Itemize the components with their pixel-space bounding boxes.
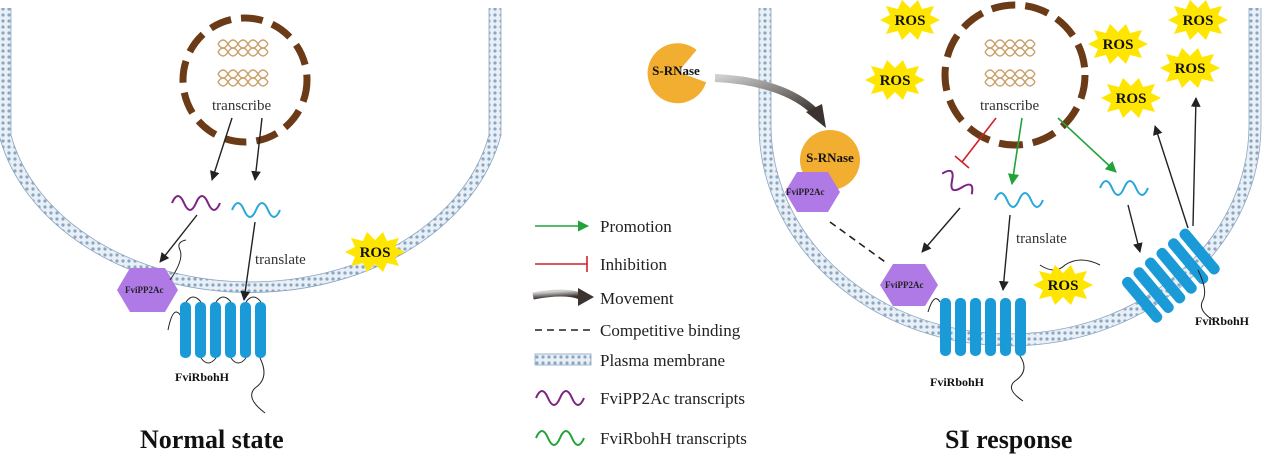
rbohh-label-left: FviRbohH: [175, 370, 230, 384]
pp2ac-label-left: FviPP2Ac: [125, 285, 164, 295]
arrow-to-ros-1: [1153, 125, 1189, 229]
legend-pp2ac-transcripts: FviPP2Ac transcripts: [600, 389, 745, 408]
ros-burst: ROS: [1088, 24, 1148, 64]
rbohh-protein-left: [167, 296, 266, 414]
svg-text:ROS: ROS: [1175, 61, 1206, 77]
legend-movement: Movement: [600, 289, 674, 308]
plasma-membrane-left: [0, 8, 501, 293]
ros-burst: ROS: [1033, 265, 1093, 305]
normal-cell: transcribe translate FviPP2Ac FviRbohH: [0, 8, 502, 454]
ros-burst: ROS: [880, 0, 940, 40]
legend-pp2ac-wave: [535, 390, 585, 406]
promotion-arrow-1: [1007, 117, 1023, 186]
translate-label-right: translate: [1016, 231, 1067, 247]
svg-text:ROS: ROS: [1116, 91, 1147, 107]
pp2ac-transcript-right: [941, 169, 974, 195]
legend-competitive-binding: Competitive binding: [600, 321, 741, 340]
rbohh-label-tilted: FviRbohH: [1195, 314, 1250, 328]
rbohh-transcript-left: [231, 202, 281, 218]
arrow-transcribe-pp2ac: [210, 117, 233, 181]
pp2ac-protein-right: [880, 264, 938, 306]
pp2ac-bound: [785, 172, 840, 212]
legend-plasma-membrane: Plasma membrane: [600, 351, 725, 370]
svg-text:ROS: ROS: [1103, 37, 1134, 53]
svg-text:ROS: ROS: [360, 245, 391, 261]
legend-movement-arrow: [532, 289, 582, 300]
pp2ac-protein-left: [117, 268, 178, 312]
rbohh-protein-tilted: [1121, 228, 1220, 323]
dna-icon: [984, 39, 1036, 87]
rbohh-label-right: FviRbohH: [930, 375, 985, 389]
svg-text:S-RNase: S-RNase: [652, 63, 700, 78]
arrow-to-pp2ac-left: [159, 214, 198, 263]
promotion-arrow-2: [1057, 117, 1117, 173]
svg-text:ROS: ROS: [1048, 278, 1079, 294]
nucleus-right: [941, 1, 1089, 149]
ros-burst-left: ROS: [345, 232, 405, 272]
svg-text:FviPP2Ac: FviPP2Ac: [885, 280, 924, 290]
svg-text:ROS: ROS: [1183, 13, 1214, 29]
svg-text:FviPP2Ac: FviPP2Ac: [786, 187, 825, 197]
legend-rbohh-transcripts: FviRbohH transcripts: [600, 429, 747, 448]
arrow-to-ros-2: [1190, 97, 1201, 227]
ros-burst: ROS: [1160, 48, 1220, 88]
movement-arrow: [714, 74, 818, 115]
rbohh-protein-right: [927, 298, 1026, 402]
title-si-response: SI response: [945, 425, 1072, 454]
dna-icon: [217, 39, 269, 87]
competitive-binding-line: [829, 221, 889, 265]
arrow-to-rbohh-right: [1127, 204, 1143, 253]
svg-text:ROS: ROS: [880, 73, 911, 89]
svg-text:S-RNase: S-RNase: [806, 150, 854, 165]
legend-promotion: Promotion: [600, 217, 672, 236]
transcribe-label-right: transcribe: [980, 98, 1039, 114]
rbohh-transcript-right-1: [994, 192, 1044, 208]
si-cell: S-RNase S-RNase FviPP2Ac transcribe: [647, 0, 1262, 454]
legend-inhibition: Inhibition: [600, 255, 668, 274]
pp2ac-transcript-left: [171, 195, 221, 211]
transcribe-label-left: transcribe: [212, 98, 271, 114]
title-normal-state: Normal state: [140, 425, 284, 454]
ros-burst: ROS: [1168, 0, 1228, 40]
legend-membrane-swatch: [534, 353, 592, 366]
translate-label-left: translate: [255, 252, 306, 268]
arrow-transcribe-rbohh: [251, 117, 263, 181]
arrow-translate-right: [998, 214, 1011, 291]
rbohh-transcript-right-2: [1099, 180, 1149, 196]
inhibition-line: [961, 117, 997, 163]
ros-burst: ROS: [1101, 78, 1161, 118]
ros-burst: ROS: [865, 60, 925, 100]
legend-rbohh-wave: [535, 430, 585, 446]
svg-text:ROS: ROS: [895, 13, 926, 29]
arrow-to-pp2ac-right: [921, 207, 961, 253]
nucleus-left: [179, 14, 311, 146]
srnase-outside: S-RNase: [647, 43, 707, 104]
arrow-translate-left: [240, 221, 256, 301]
legend: Promotion Inhibition Movement Competitiv…: [532, 217, 747, 448]
